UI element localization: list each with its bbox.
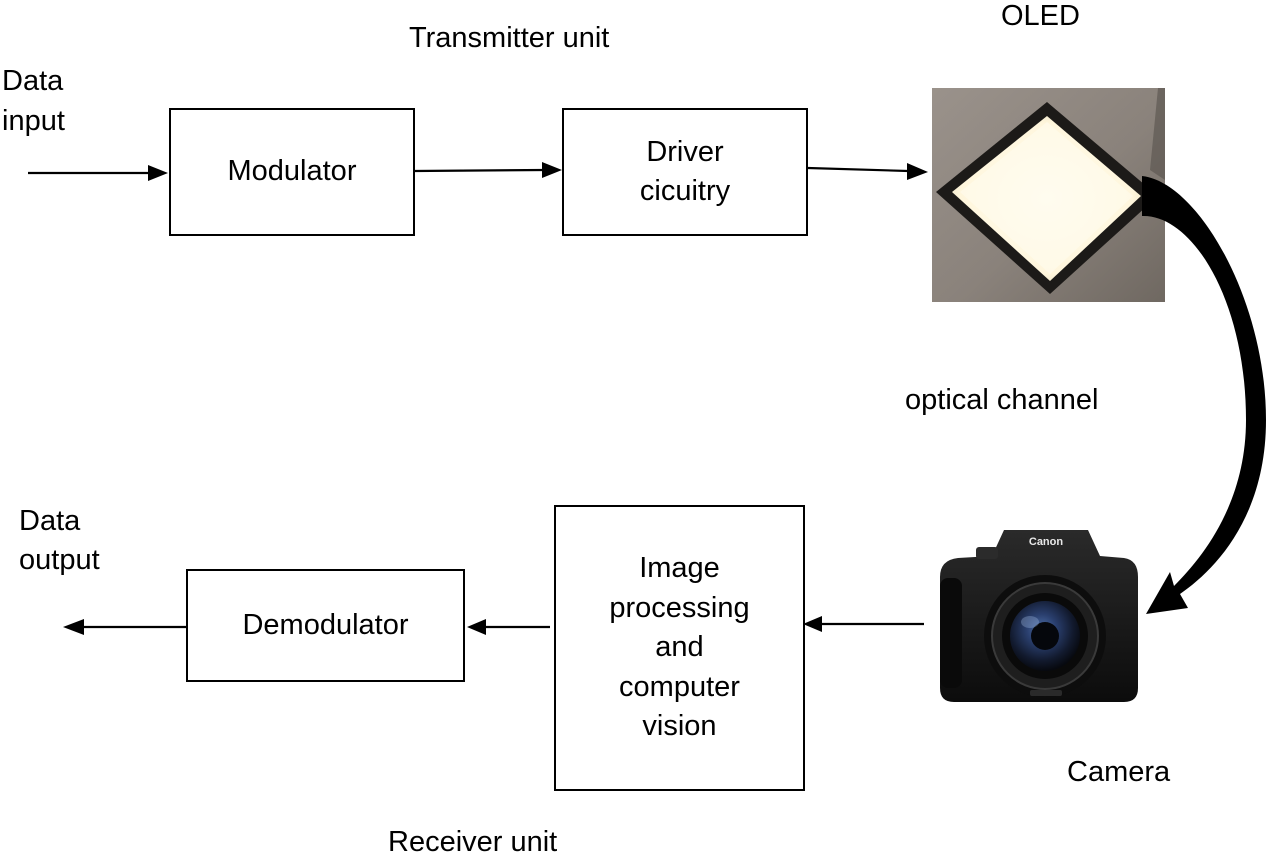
arrow-camera-to-processing	[803, 616, 924, 632]
data-input-label-line1: Data	[2, 65, 64, 97]
modulator-label: Modulator	[227, 155, 357, 188]
driver-circuitry-block: Driver cicuitry	[562, 108, 808, 236]
data-output-label-line2: output	[19, 544, 100, 576]
processing-label-line4: computer	[619, 670, 740, 703]
driver-label-line2: cicuitry	[639, 175, 731, 207]
data-output-label-line1: Data	[19, 505, 81, 537]
oled-label: OLED	[1001, 0, 1080, 32]
camera-image: Canon	[940, 530, 1138, 702]
camera-brand-label: Canon	[1029, 536, 1064, 548]
arrow-modulator-to-driver	[414, 162, 562, 178]
camera-label: Camera	[1067, 756, 1171, 788]
image-processing-block: Image processing and computer vision	[554, 505, 805, 791]
modulator-block: Modulator	[169, 108, 415, 236]
demodulator-label: Demodulator	[242, 608, 409, 641]
arrow-processing-to-demodulator	[467, 619, 550, 635]
oled-image	[932, 88, 1165, 302]
receiver-unit-label: Receiver unit	[388, 826, 558, 858]
arrow-driver-to-oled	[807, 163, 928, 180]
driver-label-line1: Driver	[646, 135, 724, 168]
processing-label-line1: Image	[639, 552, 720, 585]
demodulator-block: Demodulator	[186, 569, 465, 682]
transmitter-unit-label: Transmitter unit	[409, 22, 610, 54]
arrow-data-input-to-modulator	[28, 165, 168, 181]
processing-label-line3: and	[655, 631, 704, 664]
processing-label-line2: processing	[609, 591, 750, 624]
optical-channel-label: optical channel	[905, 384, 1099, 416]
processing-label-line5: vision	[642, 710, 717, 743]
data-input-label-line2: input	[2, 105, 65, 137]
optical-channel-arrow	[1142, 176, 1266, 614]
arrow-demodulator-to-data-output	[63, 619, 186, 635]
